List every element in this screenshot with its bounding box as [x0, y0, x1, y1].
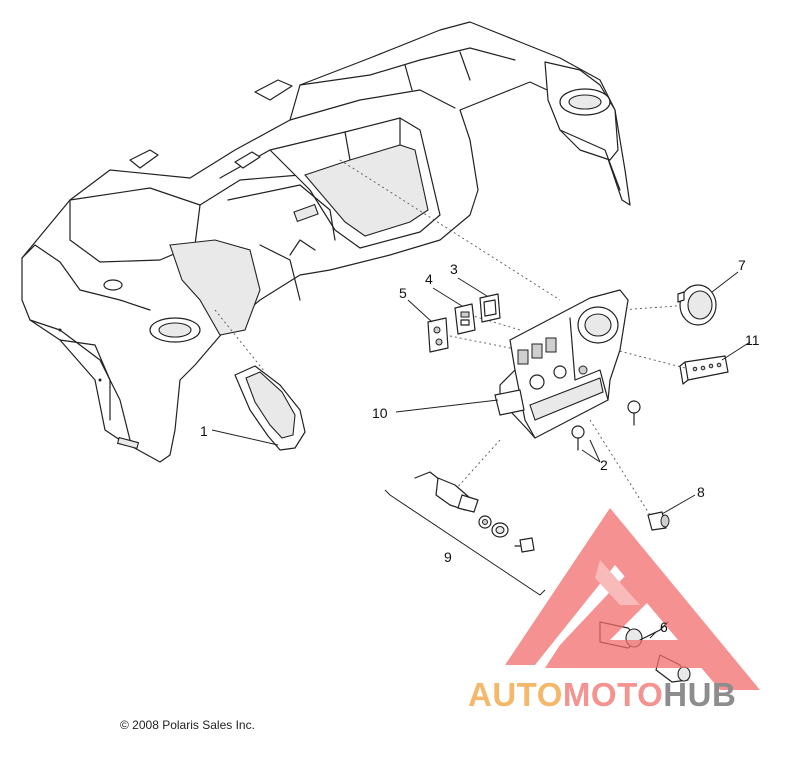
- callout-2: 2: [600, 457, 608, 473]
- dashboard-body: [21, 21, 631, 463]
- part-5-switch: [427, 317, 449, 353]
- callout-9: 9: [444, 549, 452, 565]
- part-4-switch: [454, 303, 476, 335]
- automotohub-logo-mark: [505, 508, 760, 690]
- logo-word-moto: MOTO: [562, 676, 664, 713]
- part-11-connector: [679, 355, 729, 385]
- part-8-socket: [647, 511, 670, 531]
- callout-10: 10: [372, 405, 388, 421]
- leader-lines: [211, 271, 751, 639]
- logo-word-auto: AUTO: [468, 676, 563, 713]
- part-7-gauge: [677, 284, 717, 326]
- callout-11: 11: [745, 332, 760, 348]
- assembly-lines: [214, 159, 691, 516]
- logo-word-hub: HUB: [663, 676, 737, 713]
- part-9-key-switch: [384, 471, 546, 596]
- callout-7: 7: [738, 257, 746, 273]
- callout-6: 6: [660, 619, 668, 635]
- part-1-bezel: [234, 365, 306, 451]
- automotohub-logo-text: AUTOMOTOHUB: [468, 676, 736, 714]
- part-2-screws: [571, 400, 641, 451]
- part-10-switch-panel: [494, 289, 629, 439]
- callout-8: 8: [697, 484, 705, 500]
- callout-3: 3: [450, 261, 458, 277]
- callout-5: 5: [399, 285, 407, 301]
- part-3-switch-cover: [479, 293, 501, 323]
- copyright-notice: © 2008 Polaris Sales Inc.: [120, 718, 255, 732]
- callout-1: 1: [200, 423, 208, 439]
- callout-4: 4: [425, 271, 433, 287]
- callout-labels: 1 2 3 4 5 6 7 8 9 10 11: [200, 257, 760, 635]
